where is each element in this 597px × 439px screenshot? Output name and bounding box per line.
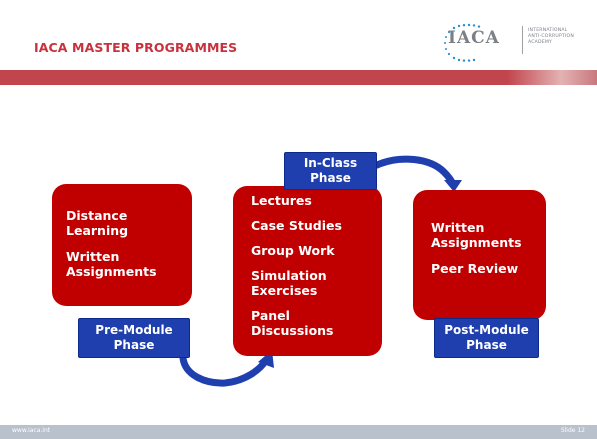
pre-module-phase-label: Pre-Module Phase: [78, 318, 190, 358]
logo-wordmark: IACA: [448, 28, 500, 48]
page-title: IACA MASTER PROGRAMMES: [34, 40, 238, 55]
activity-item: Written Assignments: [66, 249, 157, 279]
activity-item: Simulation Exercises: [251, 268, 327, 298]
logo-subtitle-line-3: ACADEMY: [528, 40, 553, 45]
activity-item: Distance Learning: [66, 208, 129, 238]
in-class-phase-label: In-Class Phase: [284, 152, 377, 190]
activity-item: Case Studies: [251, 218, 342, 233]
header-band-fade: [507, 70, 597, 85]
pre-module-activities: Distance Learning Written Assignments: [52, 184, 192, 306]
activity-item: Group Work: [251, 243, 335, 258]
post-module-phase-label: Post-Module Phase: [434, 318, 539, 358]
arrow-pre-to-in: [179, 354, 270, 387]
slide-number: Slide 12: [560, 427, 585, 434]
in-class-activities: Lectures Case Studies Group Work Simulat…: [233, 186, 382, 356]
activity-item: Panel Discussions: [251, 308, 334, 338]
activity-item: Peer Review: [431, 261, 519, 276]
post-module-activities: Written Assignments Peer Review: [413, 190, 546, 320]
iaca-logo: IACA INTERNATIONAL ANTI-CORRUPTION ACADE…: [440, 22, 580, 62]
footer-bar: www.iaca.int Slide 12: [0, 425, 597, 439]
activity-item: Written Assignments: [431, 220, 522, 250]
logo-subtitle-line-2: ANTI-CORRUPTION: [528, 34, 574, 39]
logo-subtitle: INTERNATIONAL ANTI-CORRUPTION ACADEMY: [528, 28, 588, 46]
footer-url: www.iaca.int: [12, 427, 51, 434]
logo-dots-icon: [444, 23, 481, 62]
header-band: [0, 70, 597, 85]
arrow-in-to-post: [373, 155, 457, 188]
logo-subtitle-line-1: INTERNATIONAL: [528, 28, 568, 33]
activity-item: Lectures: [251, 193, 312, 208]
logo-divider: [522, 26, 523, 54]
